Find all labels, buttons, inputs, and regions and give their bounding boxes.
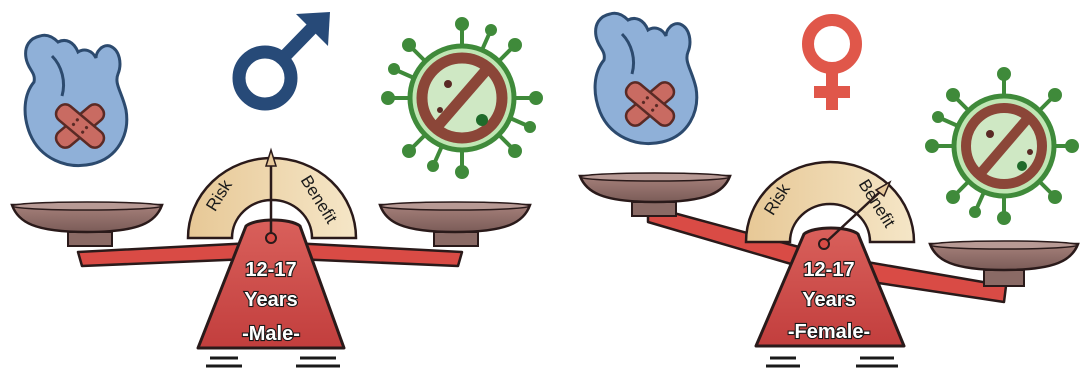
scale-pan-left — [12, 202, 162, 246]
age-range-label: 12-17 — [245, 259, 296, 281]
panel-male: Risk Benefit 12-17 Years -Male- — [12, 12, 541, 366]
virus-prohibited-icon — [927, 69, 1077, 223]
male-symbol-icon — [239, 12, 330, 104]
heart-bandage-icon — [25, 35, 127, 165]
female-symbol-icon — [808, 20, 856, 110]
panel-female: Risk Benefit 12-17 Years -Female- — [580, 13, 1078, 366]
scale-pan-left — [580, 173, 730, 216]
years-label: Years — [244, 289, 297, 311]
age-range-label: 12-17 — [803, 259, 854, 281]
scale-pan-right — [380, 202, 530, 246]
gender-label: -Male- — [242, 323, 300, 345]
heart-bandage-icon — [595, 13, 697, 143]
virus-prohibited-icon — [383, 19, 541, 177]
gender-label: -Female- — [788, 321, 870, 343]
years-label: Years — [802, 289, 855, 311]
